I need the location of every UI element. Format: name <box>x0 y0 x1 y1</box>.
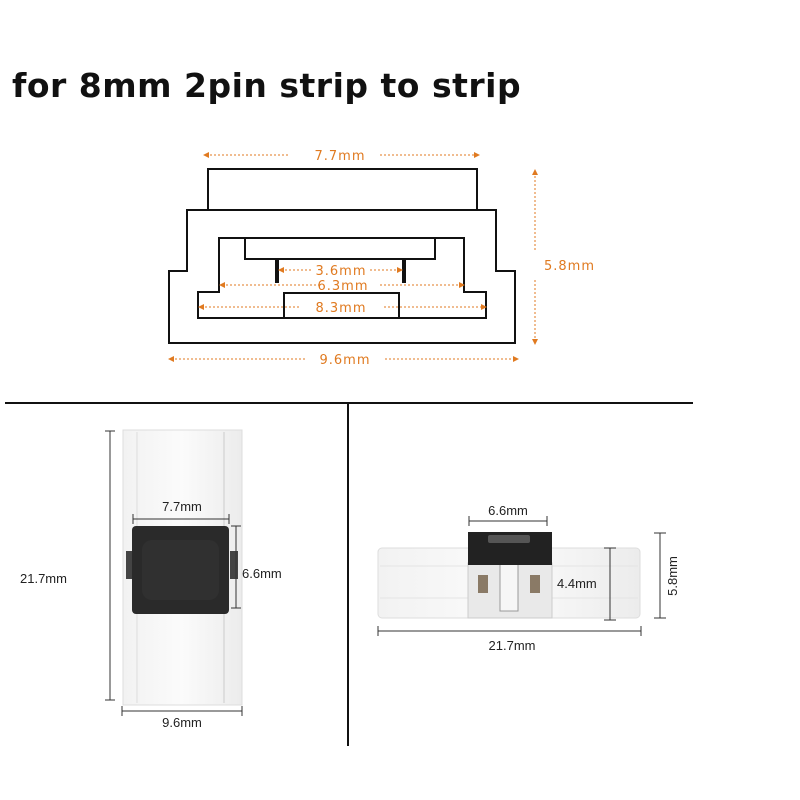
pcb-plate-outline <box>244 238 436 260</box>
outer-body-outline <box>168 209 516 344</box>
side-view-total-height: 5.8mm <box>665 556 680 596</box>
top-view-connector <box>122 429 243 706</box>
cross-section-drawing <box>168 168 516 344</box>
side-view-cap-length: 6.6mm <box>488 503 528 518</box>
page-title: for 8mm 2pin strip to strip <box>12 66 522 105</box>
side-view-length: 21.7mm <box>489 638 536 653</box>
top-view-dimension-lines <box>105 430 243 716</box>
side-view-dimension-lines <box>377 516 666 636</box>
top-cap-outline <box>207 168 478 210</box>
dim-outer-width: 9.6mm <box>319 353 370 368</box>
dim-channel-width: 8.3mm <box>315 301 366 316</box>
top-view-cap-length: 6.6mm <box>242 566 282 581</box>
center-block-outline <box>283 292 400 319</box>
top-view-length: 21.7mm <box>20 571 67 586</box>
cross-section-dimensions <box>168 152 538 362</box>
side-view-connector <box>377 532 641 619</box>
top-view-body-width: 9.6mm <box>162 715 202 730</box>
dim-height: 5.8mm <box>544 259 595 274</box>
side-view-body-height: 4.4mm <box>557 576 597 591</box>
dim-inner-width: 6.3mm <box>317 279 368 294</box>
dim-pin-gap: 3.6mm <box>315 264 366 279</box>
top-view-cap-width: 7.7mm <box>162 499 202 514</box>
dim-top-width: 7.7mm <box>314 149 365 164</box>
inner-channel-outline <box>197 237 487 319</box>
